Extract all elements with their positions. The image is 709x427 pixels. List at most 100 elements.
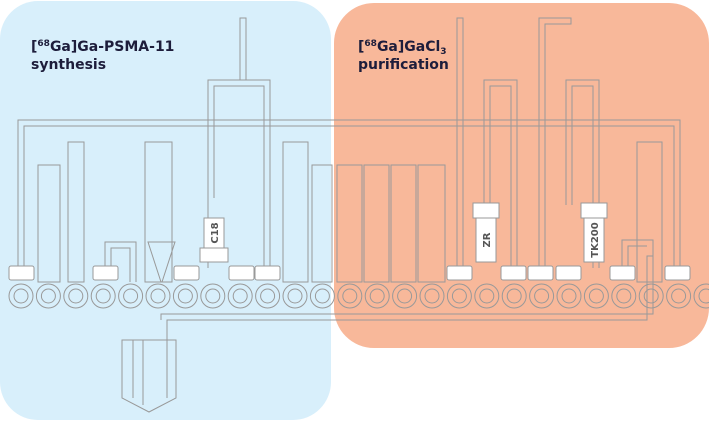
valve-17	[446, 283, 472, 309]
tk200-cartridge	[580, 202, 608, 219]
valve-26	[693, 283, 709, 309]
valve-15	[392, 283, 418, 309]
valve-20	[529, 283, 555, 309]
valve-24-port	[643, 288, 659, 304]
valve-11	[282, 283, 308, 309]
c18-base	[199, 247, 229, 263]
valve-8	[200, 283, 226, 309]
valve-7	[172, 283, 198, 309]
chloride-subscript: 3	[440, 47, 447, 57]
valve-12	[309, 283, 335, 309]
valve-1	[8, 283, 34, 309]
purification-panel	[334, 3, 709, 348]
manifold-tab-4	[228, 265, 255, 281]
isotope-mass: 68	[364, 39, 377, 49]
manifold-tab-9	[555, 265, 582, 281]
valve-5	[118, 283, 144, 309]
valve-8-port	[205, 288, 221, 304]
valve-10	[255, 283, 281, 309]
valve-7-port	[177, 288, 193, 304]
synthesis-title-line2: synthesis	[31, 57, 107, 73]
valve-6-port	[150, 288, 166, 304]
tk200-tubing	[538, 17, 600, 268]
reservoir-3	[144, 141, 173, 283]
upper-tubing-loop	[17, 119, 681, 270]
valve-2-port	[40, 288, 56, 304]
tubing-lines	[17, 17, 681, 413]
zr-tubing	[456, 17, 518, 268]
manifold-tab-2	[92, 265, 119, 281]
reservoir-8	[390, 164, 417, 283]
synthesis-title: [68Ga]Ga-PSMA-11 synthesis	[31, 38, 174, 74]
reservoir-9	[417, 164, 446, 283]
valve-13-port	[342, 288, 358, 304]
manifold-tabs	[8, 265, 691, 281]
valve-16-port	[424, 288, 440, 304]
valve-21	[556, 283, 582, 309]
reservoir-7	[363, 164, 390, 283]
reservoir-2	[67, 141, 85, 283]
reservoir-1	[37, 164, 61, 283]
purification-title-line1: [68Ga]GaCl3	[358, 39, 447, 57]
purification-title-line2: purification	[358, 57, 449, 73]
manifold-tab-7	[500, 265, 527, 281]
isotope-mass: 68	[37, 39, 50, 49]
manifold-tab-5	[254, 265, 281, 281]
valve-manifold	[8, 283, 709, 309]
valve-3	[63, 283, 89, 309]
reservoir-4	[282, 141, 309, 283]
valve-19-port	[506, 288, 522, 304]
c18-label: C18	[210, 222, 221, 243]
reactor-funnel	[147, 241, 176, 283]
manifold-tab-8	[527, 265, 554, 281]
valve-18-port	[479, 288, 495, 304]
valve-6	[145, 283, 171, 309]
valve-25-port	[671, 288, 687, 304]
valve-23	[611, 283, 637, 309]
valve-26-port	[698, 288, 709, 304]
manifold-tab-1	[8, 265, 35, 281]
manifold-tab-10	[609, 265, 636, 281]
valve-21-port	[561, 288, 577, 304]
valve-18	[474, 283, 500, 309]
valve-19	[501, 283, 527, 309]
valve-5-port	[123, 288, 139, 304]
valve-4-port	[95, 288, 111, 304]
valve-13	[337, 283, 363, 309]
right-tubing	[621, 239, 654, 268]
reservoir-10	[636, 141, 663, 283]
valve-9	[227, 283, 253, 309]
valve-14	[364, 283, 390, 309]
reservoir-6	[336, 164, 363, 283]
synthesis-panel	[0, 1, 331, 420]
manifold-tab-6	[446, 265, 473, 281]
zr-label: ZR	[482, 232, 493, 247]
valve-9-port	[232, 288, 248, 304]
valve-20-port	[534, 288, 550, 304]
valve-2	[35, 283, 61, 309]
synthesis-title-line1: [68Ga]Ga-PSMA-11	[31, 39, 175, 55]
lower-tubing-loop	[160, 255, 654, 340]
valve-12-port	[314, 288, 330, 304]
manifold-tab-11	[664, 265, 691, 281]
tk200-label: TK200	[590, 222, 601, 257]
valve-10-port	[260, 288, 276, 304]
valve-25	[666, 283, 692, 309]
valve-24	[638, 283, 664, 309]
valve-22	[583, 283, 609, 309]
valve-14-port	[369, 288, 385, 304]
valve-15-port	[397, 288, 413, 304]
valve-1-port	[13, 288, 29, 304]
valve-3-port	[68, 288, 84, 304]
tk200-body	[583, 217, 605, 263]
valve-17-port	[451, 288, 467, 304]
valve-16	[419, 283, 445, 309]
valve-11-port	[287, 288, 303, 304]
zr-body	[475, 217, 497, 263]
valve-4	[90, 283, 116, 309]
zr-cartridge	[472, 202, 500, 219]
valve-22-port	[588, 288, 604, 304]
manifold-tab-3	[173, 265, 200, 281]
